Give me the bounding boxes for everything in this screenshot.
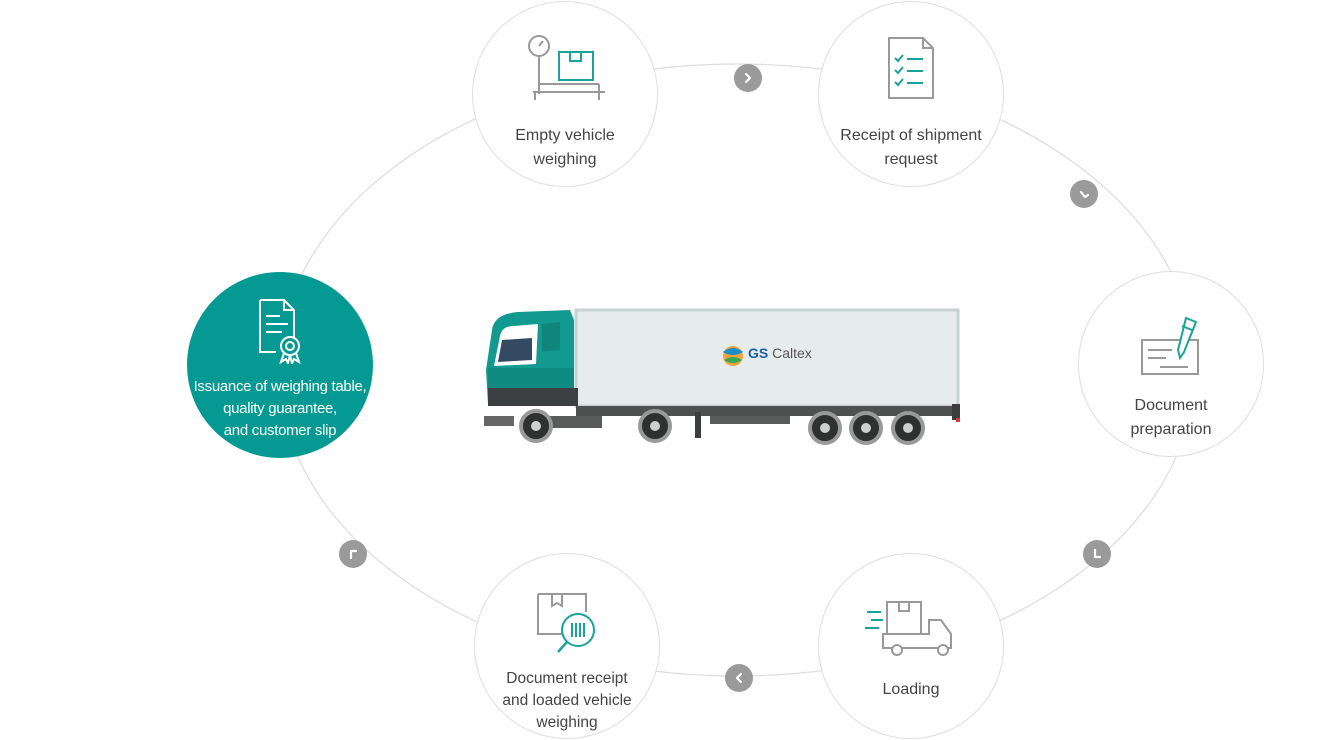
arrow-down-right-icon bbox=[1070, 180, 1098, 208]
step-label: Loading bbox=[882, 681, 940, 698]
brand-logo: GS Caltex bbox=[748, 345, 812, 361]
step-label: Receipt of shipment request bbox=[840, 127, 982, 168]
step-document-preparation: Document preparation bbox=[1078, 271, 1264, 457]
package-search-icon bbox=[475, 590, 659, 658]
arrow-right-icon bbox=[734, 64, 762, 92]
truck-illustration: GS Caltex bbox=[480, 300, 970, 455]
arrow-down-left-icon bbox=[1083, 540, 1111, 568]
step-issuance-active: Issuance of weighing table, quality guar… bbox=[187, 272, 373, 458]
scale-icon bbox=[473, 34, 657, 102]
gs-caltex-logo-icon bbox=[723, 346, 743, 366]
step-label: Issuance of weighing table, quality guar… bbox=[193, 378, 367, 439]
checklist-icon bbox=[819, 34, 1003, 102]
step-loading: Loading bbox=[818, 553, 1004, 739]
delivery-truck-icon bbox=[819, 598, 1003, 666]
certificate-icon bbox=[187, 298, 373, 366]
document-pen-icon bbox=[1079, 312, 1263, 380]
brand-suffix: Caltex bbox=[772, 345, 812, 361]
step-receipt-of-shipment-request: Receipt of shipment request bbox=[818, 1, 1004, 187]
arrow-left-icon bbox=[725, 664, 753, 692]
arrow-up-left-icon bbox=[339, 540, 367, 568]
step-empty-vehicle-weighing: Empty vehicle weighing bbox=[472, 1, 658, 187]
step-label: Empty vehicle weighing bbox=[515, 127, 615, 168]
step-label: Document receipt and loaded vehicle weig… bbox=[502, 670, 632, 731]
brand-name: GS bbox=[748, 345, 769, 361]
step-document-receipt: Document receipt and loaded vehicle weig… bbox=[474, 553, 660, 739]
step-label: Document preparation bbox=[1130, 397, 1212, 438]
